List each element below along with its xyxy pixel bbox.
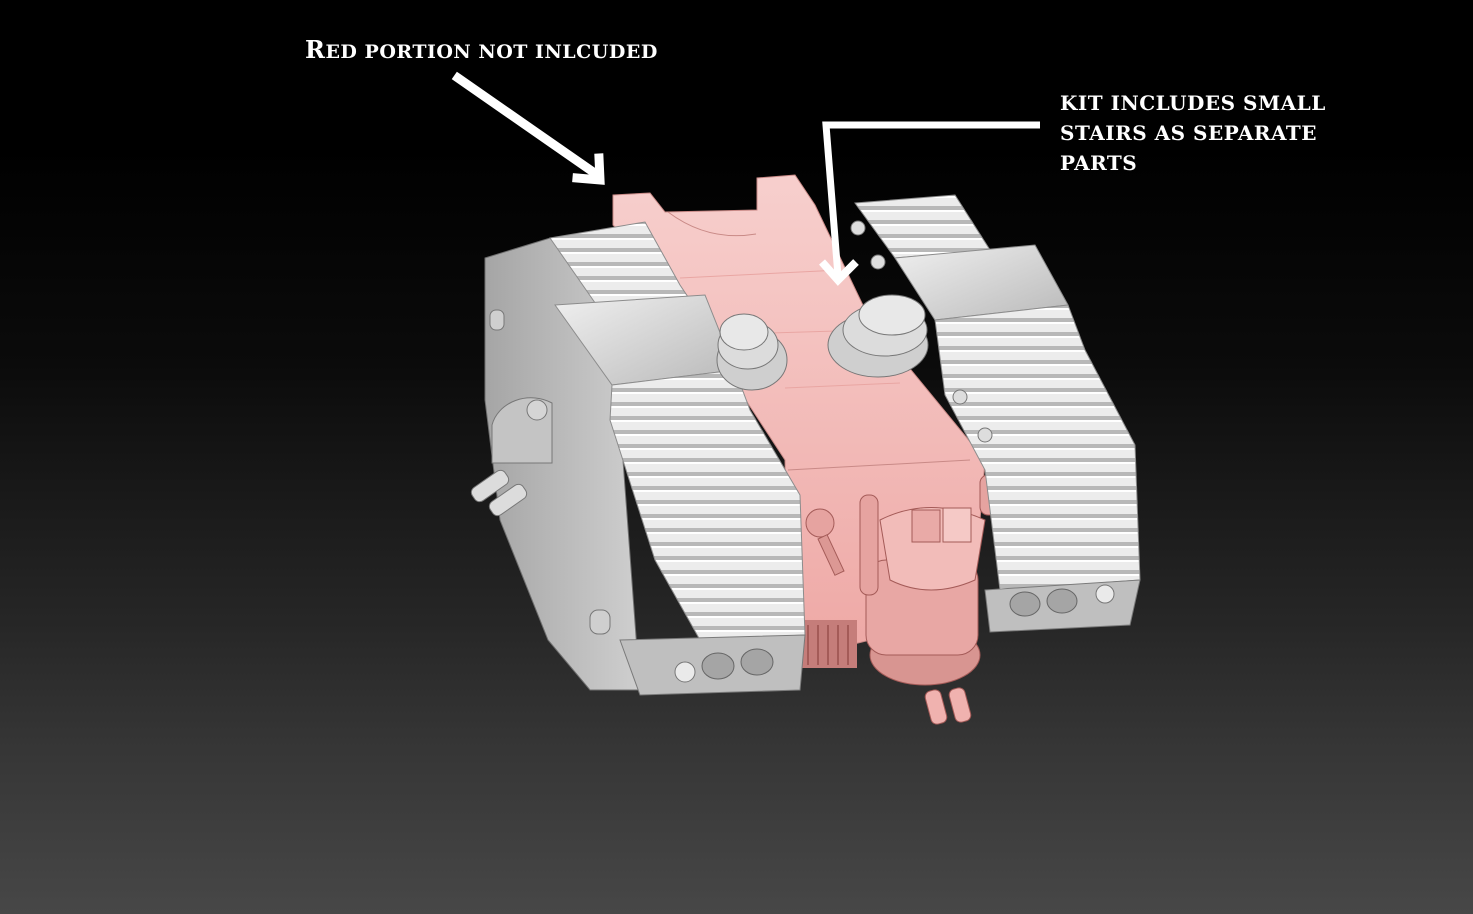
arrow-stairs [819,121,1040,286]
kit-note-line-2: stairs as separate [1060,121,1318,145]
stairs-left [716,313,788,391]
right-track [850,194,1141,633]
arrow-red-portion [451,71,605,185]
left-twin-gun [470,469,528,517]
red-front-turret [805,474,999,725]
kit-note-line-1: kit includes small [1060,91,1326,115]
kit-note-line-3: parts [1060,151,1138,175]
red-portion-note-text: ed portion not inlcuded [325,41,658,63]
kit-stairs-note: kit includes small stairs as separate pa… [1060,88,1326,178]
stairs-right [827,294,929,378]
red-twin-gun [924,687,972,725]
red-portion-note-initial: R [305,35,326,64]
red-portion-note: Red portion not inlcuded [305,35,658,64]
